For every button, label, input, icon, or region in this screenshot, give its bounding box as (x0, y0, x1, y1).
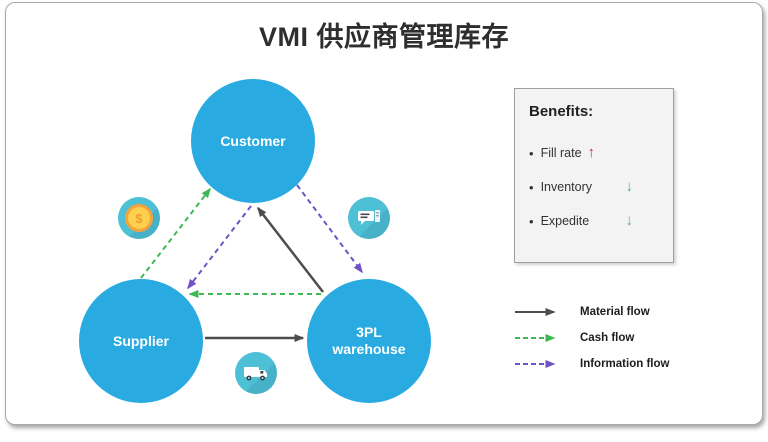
truck-glyph (244, 366, 267, 380)
benefit-expedite: • Expedite ↓ (529, 212, 659, 230)
benefit-label: Expedite (540, 214, 590, 228)
supplier-node: Supplier (79, 279, 203, 403)
dollar-coin-icon: $ (118, 197, 160, 239)
bullet: • (529, 145, 534, 161)
benefit-label: Fill rate (540, 146, 582, 160)
message-glyph (358, 210, 380, 225)
warehouse-label-line1: 3PL (356, 324, 382, 340)
green-dashed-arrow-icon (515, 334, 556, 342)
supplier-label: Supplier (112, 332, 169, 349)
purple-dashed-arrow-icon (515, 360, 556, 368)
bullet: • (529, 213, 534, 229)
information-flow-customer-to-supplier (187, 205, 252, 290)
truck-icon (235, 352, 277, 394)
bullet: • (529, 179, 534, 195)
legend-information-flow: Information flow (514, 351, 724, 377)
legend-label: Cash flow (580, 332, 635, 344)
slide: VMI 供应商管理库存 Customer Supplier 3PL wareho… (5, 2, 763, 425)
benefits-title: Benefits: (529, 103, 594, 120)
customer-node: Customer (191, 79, 315, 203)
up-arrow-icon: ↑ (587, 144, 596, 161)
warehouse-node: 3PL warehouse (307, 279, 431, 403)
benefit-inventory: • Inventory ↓ (529, 178, 659, 196)
dollar-symbol: $ (125, 204, 153, 232)
warehouse-label-line2: warehouse (332, 341, 406, 357)
legend-label: Material flow (580, 306, 650, 318)
legend-label: Information flow (580, 358, 670, 370)
solid-arrow-icon (515, 308, 556, 316)
page-title: VMI 供应商管理库存 (258, 22, 509, 52)
benefit-label: Inventory (540, 180, 592, 194)
customer-label: Customer (220, 132, 286, 149)
material-flow-warehouse-to-customer (257, 206, 324, 293)
legend-cash-flow: Cash flow (514, 325, 724, 351)
legend-material-flow: Material flow (514, 299, 724, 325)
flow-legend: Material flow Cash flow Information flow (514, 299, 724, 377)
down-arrow-icon: ↓ (625, 178, 634, 195)
benefit-fill-rate: • Fill rate ↑ (529, 144, 659, 162)
message-icon (348, 197, 390, 239)
benefits-panel: Benefits: • Fill rate ↑ • Inventory ↓ • … (514, 88, 674, 263)
down-arrow-icon: ↓ (625, 212, 634, 229)
